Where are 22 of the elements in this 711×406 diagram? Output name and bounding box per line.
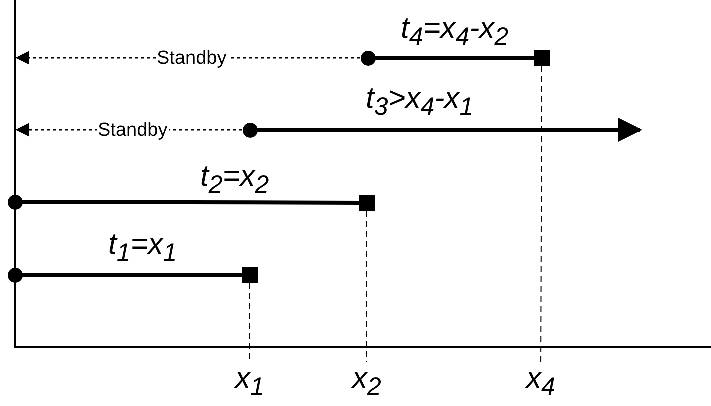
axis-tick-label: x$_{2}$ (350, 362, 384, 396)
endpoint-square (242, 267, 258, 283)
axis-tick-label: x$_{4}$ (524, 362, 558, 396)
edge-label: t$_{3}$>x$_{4}$-x$_{1}$ (366, 84, 474, 120)
endpoint-dot (8, 268, 22, 282)
leader-line (366, 210, 368, 362)
edge-label: t$_{4}$=x$_{4}$-x$_{2}$ (401, 14, 509, 50)
edge-label: t$_{2}$=x$_{2}$ (200, 162, 270, 198)
endpoint-square (534, 50, 550, 66)
edge-label: Standby (97, 120, 169, 140)
axis-tick-label: x$_{1}$ (233, 362, 267, 396)
endpoint-dot (8, 194, 22, 210)
edge-label: t$_{1}$=x$_{1}$ (108, 230, 178, 266)
endpoint-dot (242, 122, 258, 138)
endpoint-square (359, 195, 375, 211)
line (22, 273, 242, 277)
leader-line (540, 66, 542, 362)
endpoint-dot (360, 50, 376, 66)
arrow (258, 118, 642, 142)
line (22, 200, 359, 205)
edge-label: Standby (156, 48, 228, 68)
line (376, 56, 534, 60)
